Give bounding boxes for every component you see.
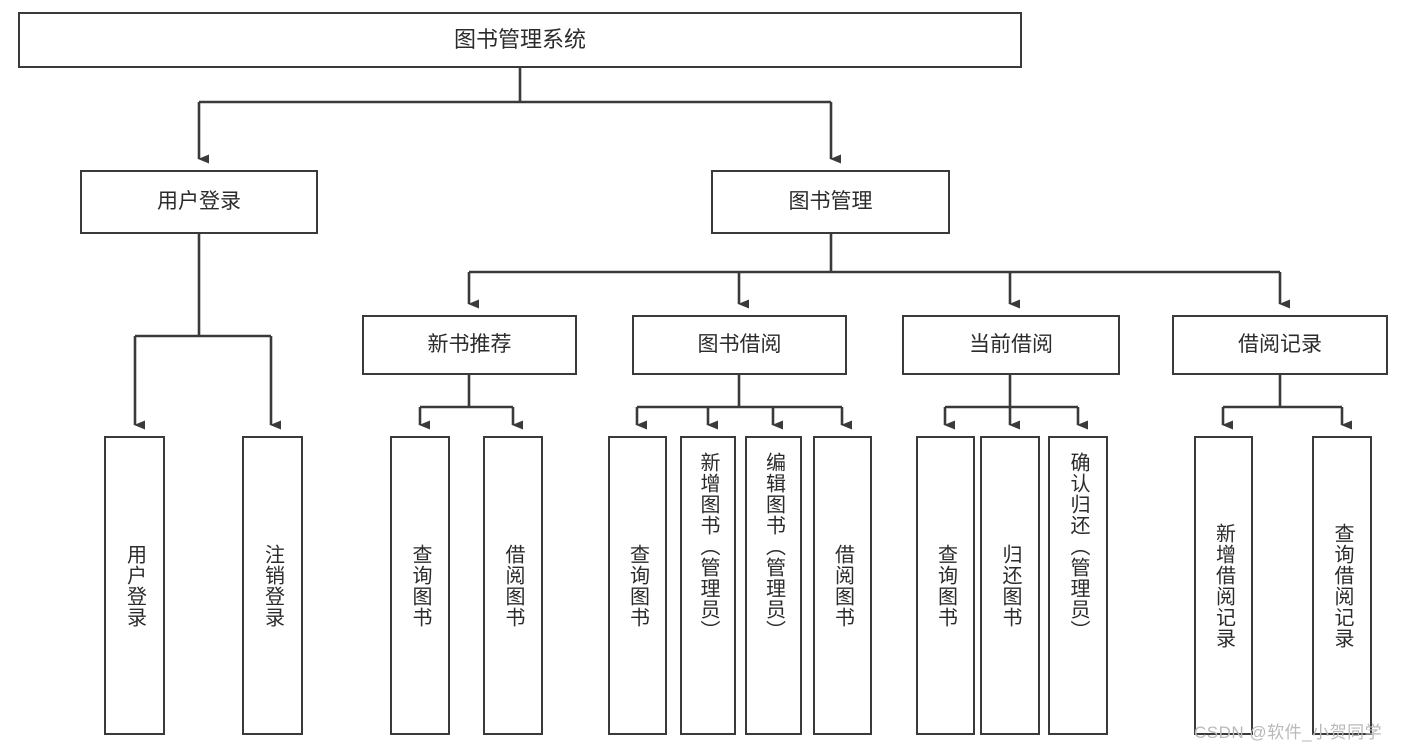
node-leaf-add-borrow-record-label: 新增借阅记录 — [1212, 522, 1235, 649]
node-borrow-record[interactable]: 借阅记录 — [1172, 315, 1388, 375]
node-leaf-borrow-book-label: 借阅图书 — [831, 543, 854, 628]
node-current-borrow[interactable]: 当前借阅 — [902, 315, 1120, 375]
node-new-book-recommend-label: 新书推荐 — [427, 332, 512, 356]
node-leaf-borrow-book-rec-label: 借阅图书 — [502, 543, 524, 628]
node-book-borrow[interactable]: 图书借阅 — [632, 315, 847, 375]
node-leaf-return-book-label: 归还图书 — [999, 543, 1021, 628]
node-leaf-confirm-return-admin-label: 确认归还（管理员） — [1067, 452, 1089, 641]
node-leaf-borrow-book[interactable]: 借阅图书 — [813, 436, 872, 735]
node-book-borrow-label: 图书借阅 — [697, 332, 782, 356]
node-leaf-query-book-borrow-label: 查询图书 — [626, 543, 649, 628]
node-leaf-user-logout[interactable]: 注销登录 — [242, 436, 303, 735]
node-user-login-label: 用户登录 — [157, 189, 241, 213]
node-leaf-query-book-current[interactable]: 查询图书 — [916, 436, 975, 735]
node-borrow-record-label: 借阅记录 — [1238, 332, 1322, 356]
node-leaf-user-login-label: 用户登录 — [123, 543, 146, 628]
node-leaf-confirm-return-admin[interactable]: 确认归还（管理员） — [1048, 436, 1108, 735]
node-root-label: 图书管理系统 — [453, 27, 586, 53]
node-leaf-add-book-admin[interactable]: 新增图书（管理员） — [680, 436, 736, 735]
node-leaf-edit-book-admin-label: 编辑图书（管理员） — [762, 452, 785, 641]
node-leaf-return-book[interactable]: 归还图书 — [980, 436, 1040, 735]
node-new-book-recommend[interactable]: 新书推荐 — [362, 315, 577, 375]
node-leaf-user-logout-label: 注销登录 — [261, 543, 284, 628]
node-leaf-query-book-current-label: 查询图书 — [934, 543, 957, 628]
node-leaf-query-book-rec-label: 查询图书 — [409, 543, 431, 628]
node-book-manage[interactable]: 图书管理 — [711, 170, 950, 234]
node-leaf-add-borrow-record[interactable]: 新增借阅记录 — [1194, 436, 1253, 735]
node-leaf-query-borrow-record-label: 查询借阅记录 — [1331, 522, 1353, 649]
node-leaf-edit-book-admin[interactable]: 编辑图书（管理员） — [745, 436, 802, 735]
node-current-borrow-label: 当前借阅 — [969, 332, 1053, 356]
node-leaf-borrow-book-rec[interactable]: 借阅图书 — [483, 436, 543, 735]
node-leaf-query-book-rec[interactable]: 查询图书 — [390, 436, 450, 735]
node-user-login[interactable]: 用户登录 — [80, 170, 318, 234]
node-leaf-add-book-admin-label: 新增图书（管理员） — [697, 452, 719, 641]
node-leaf-query-book-borrow[interactable]: 查询图书 — [608, 436, 667, 735]
csdn-watermark: CSDN @软件_小贺同学 — [1194, 723, 1383, 742]
node-root[interactable]: 图书管理系统 — [18, 12, 1022, 68]
node-book-manage-label: 图书管理 — [788, 189, 873, 213]
node-leaf-user-login[interactable]: 用户登录 — [104, 436, 165, 735]
node-leaf-query-borrow-record[interactable]: 查询借阅记录 — [1312, 436, 1372, 735]
